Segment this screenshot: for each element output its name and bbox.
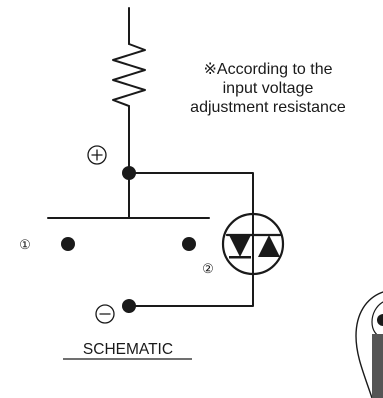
resistor-icon xyxy=(112,43,146,107)
led-body xyxy=(221,212,285,276)
led-triangle-up xyxy=(258,235,280,257)
bidirectional-led-icon xyxy=(229,235,251,257)
fitting-hole xyxy=(377,314,383,326)
terminal-1-label: ① xyxy=(19,237,31,252)
led-loop-wire xyxy=(128,172,254,307)
minus-node xyxy=(122,299,136,313)
plus-terminal-icon xyxy=(87,145,107,165)
note-line-2: input voltage xyxy=(223,80,314,97)
plus-node xyxy=(122,166,136,180)
led-cathode-bar xyxy=(229,256,251,259)
schematic-caption: SCHEMATIC xyxy=(83,341,173,358)
note-line-1: ※According to the xyxy=(203,61,332,78)
switch-contact-right xyxy=(182,237,196,251)
minus-terminal-icon xyxy=(95,304,115,324)
switch-contact-icon xyxy=(61,237,75,251)
note-line-3: adjustment resistance xyxy=(190,99,346,116)
threaded-fitting-icon xyxy=(355,291,383,398)
fitting-thread-band xyxy=(372,334,383,398)
terminal-2-label: ② xyxy=(202,261,214,276)
